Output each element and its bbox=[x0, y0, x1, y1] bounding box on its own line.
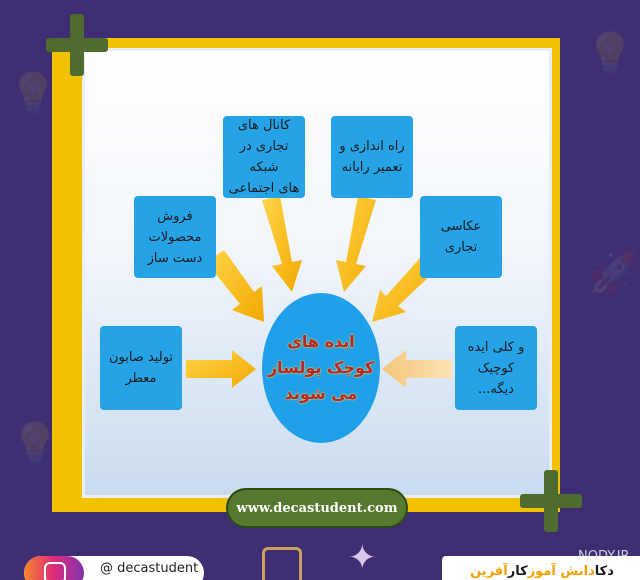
brand-tagline: دکا دانش آموز کار آفرین bbox=[442, 556, 640, 580]
idea-box-handmade: فروش محصولات دست ساز bbox=[134, 196, 216, 278]
brand-part-afarin: آفرین bbox=[470, 563, 508, 579]
star-logo-icon: ✦ bbox=[348, 538, 377, 578]
idea-box-commercial-photography: عکاسی تجاری bbox=[420, 196, 502, 278]
instagram-icon[interactable] bbox=[24, 556, 84, 580]
watermark: NODY.IR bbox=[578, 549, 630, 564]
brand-part-student: دانش آموز bbox=[527, 563, 595, 579]
idea-box-soap: تولید صابون معطر bbox=[100, 326, 182, 410]
plus-decoration-icon bbox=[46, 14, 108, 76]
website-link[interactable]: www.decastudent.com bbox=[226, 488, 408, 528]
arrow-photo bbox=[372, 258, 434, 322]
instagram-handle: @ decastudent bbox=[100, 561, 199, 576]
arrow-social bbox=[262, 196, 302, 292]
arrow-other bbox=[382, 350, 452, 388]
idea-box-computer-repair: راه اندازی و تعمیر رایانه bbox=[331, 116, 413, 198]
background-doodle-rocket-icon: 🚀 bbox=[588, 251, 638, 297]
plus-decoration-icon bbox=[520, 470, 582, 532]
background-doodle-bulb-icon: 💡 bbox=[8, 71, 58, 117]
arrow-computer bbox=[336, 196, 376, 292]
brand-part-kar: کار bbox=[507, 563, 528, 579]
deca-logo-icon bbox=[262, 547, 302, 580]
idea-box-social-channels: کانال های تجاری در شبکه های اجتماعی bbox=[223, 116, 305, 198]
background-doodle-bulb-icon: 💡 bbox=[10, 421, 60, 467]
arrow-handmade bbox=[206, 250, 264, 322]
idea-box-other-ideas: و کلی ایده کوچیک دیگه... bbox=[455, 326, 537, 410]
brand-part-deca: دکا bbox=[594, 563, 614, 579]
arrow-soap bbox=[186, 350, 256, 388]
central-idea-circle: ایده های کوچک پولساز می شوند bbox=[262, 293, 380, 443]
background-doodle-bulb-icon: 💡 bbox=[585, 31, 635, 77]
